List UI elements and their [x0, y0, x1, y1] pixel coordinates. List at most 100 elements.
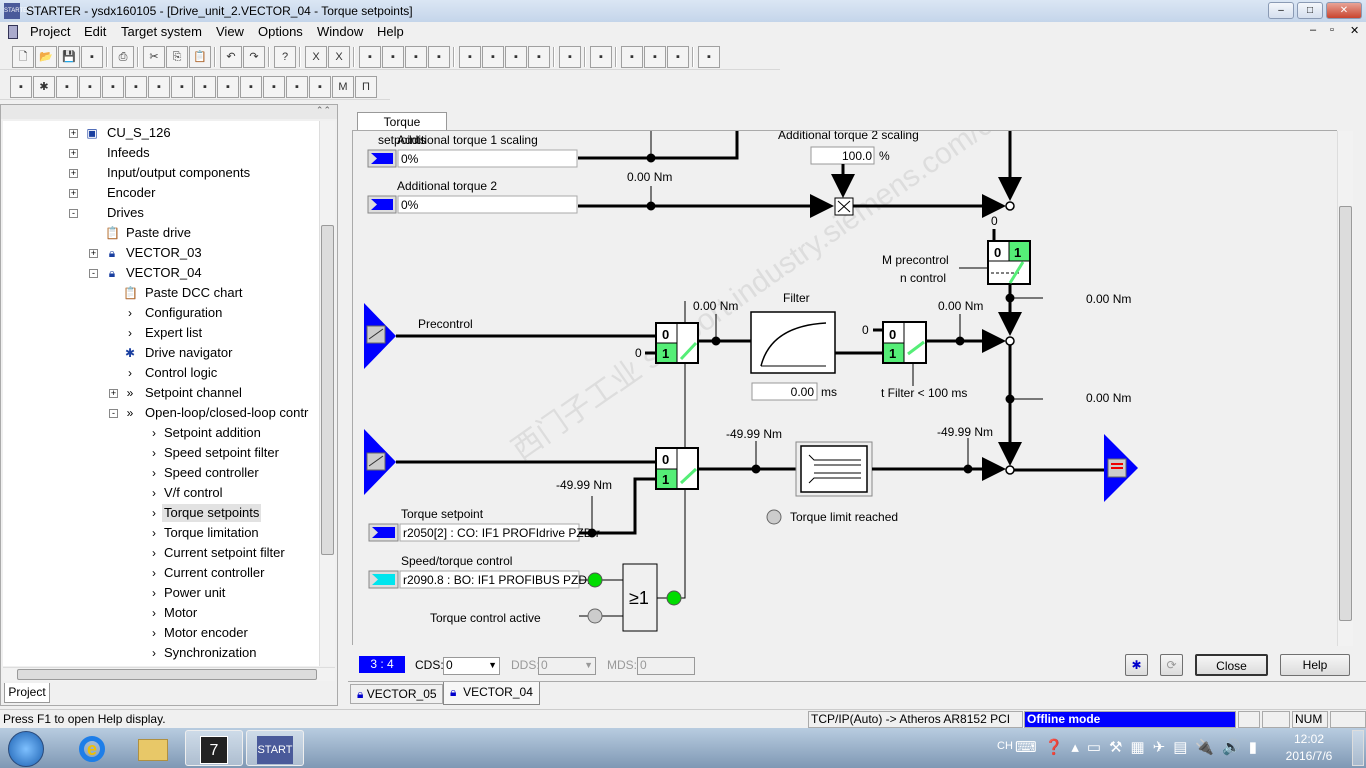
xi-icon[interactable]: X [305, 46, 327, 68]
expand-icon[interactable]: + [89, 248, 98, 258]
help-pointer-icon[interactable]: ? [274, 46, 296, 68]
tree-item[interactable]: ›Torque setpoints [3, 504, 319, 522]
cds-select[interactable]: 0▼ [443, 657, 500, 675]
menu-window[interactable]: Window [317, 24, 364, 39]
tree-item[interactable]: ›Motor encoder [3, 624, 319, 642]
help-button[interactable]: Help [1280, 654, 1350, 676]
tree-item[interactable]: +Input/output components [3, 164, 319, 182]
expand-icon[interactable]: + [69, 128, 78, 138]
show-desktop-button[interactable] [1352, 730, 1364, 766]
tree-item[interactable]: -»Open-loop/closed-loop contr [3, 404, 319, 422]
filter-block[interactable] [750, 311, 836, 374]
power-unit-icon[interactable]: ▪ [309, 76, 331, 98]
collapse-icon[interactable]: - [89, 269, 98, 278]
trace-icon[interactable]: ▪ [621, 46, 643, 68]
tree-item[interactable]: ›Speed setpoint filter [3, 444, 319, 462]
precontrol-switch[interactable]: 0 1 [987, 240, 1031, 285]
paste-icon[interactable]: 📋 [189, 46, 211, 68]
xe-icon[interactable]: X [328, 46, 350, 68]
menu-target-system[interactable]: Target system [121, 24, 202, 39]
load-to-pg-icon[interactable]: ▪ [482, 46, 504, 68]
encoder-icon[interactable]: Π [355, 76, 377, 98]
speed-controller-icon[interactable]: ▪ [148, 76, 170, 98]
tree-item[interactable]: ›Synchronization [3, 644, 319, 662]
tree-item[interactable]: ›Power unit [3, 584, 319, 602]
tree-item[interactable]: ›Control logic [3, 364, 319, 382]
menu-options[interactable]: Options [258, 24, 303, 39]
expand-icon[interactable]: + [69, 188, 78, 198]
step7-icon[interactable]: 7 [185, 730, 243, 766]
current-controller-icon[interactable]: ▪ [286, 76, 308, 98]
tree-item[interactable]: ›Torque limitation [3, 524, 319, 542]
tree-item[interactable]: 📋Paste DCC chart [3, 284, 319, 302]
upload-icon[interactable]: ▪ [405, 46, 427, 68]
online-icon[interactable]: ▪ [428, 46, 450, 68]
tree-item[interactable]: +▣CU_S_126 [3, 124, 319, 142]
mdi-restore-button[interactable]: ▫ [1330, 24, 1334, 36]
starter-task-button[interactable]: START [246, 730, 304, 766]
torque-limitation-output-icon[interactable] [1104, 434, 1138, 502]
tree-item[interactable]: ›Current controller [3, 564, 319, 582]
parameter-list-icon[interactable]: ▪ [10, 76, 32, 98]
tree-item[interactable]: +Encoder [3, 184, 319, 202]
expand-icon[interactable]: + [109, 388, 118, 398]
close-window-button[interactable]: ✕ [1326, 2, 1362, 19]
tree-item[interactable]: ✱Drive navigator [3, 344, 319, 362]
start-button[interactable] [8, 731, 44, 767]
tree-item[interactable]: +Infeeds [3, 144, 319, 162]
speed-torque-connector[interactable] [368, 570, 399, 589]
close-button[interactable]: Close [1195, 654, 1268, 676]
vf-icon[interactable]: ▪ [171, 76, 193, 98]
menu-project[interactable]: Project [30, 24, 71, 39]
menu-help[interactable]: Help [377, 24, 404, 39]
torque-setpoint-connector[interactable] [368, 523, 399, 542]
tree-item[interactable]: ›Expert list [3, 324, 319, 342]
current-filter-icon[interactable]: ▪ [263, 76, 285, 98]
tree-item[interactable]: +🔒︎VECTOR_03 [3, 244, 319, 262]
mdi-minimize-button[interactable]: – [1310, 24, 1317, 36]
tree-item[interactable]: ›Setpoint addition [3, 424, 319, 442]
filter-time-field[interactable] [751, 382, 818, 401]
precontrol-switch-2[interactable]: 0 1 [655, 322, 699, 364]
control-panel-icon[interactable]: ▪ [590, 46, 612, 68]
redo-icon[interactable]: ↷ [243, 46, 265, 68]
download-icon[interactable]: ▪ [382, 46, 404, 68]
new-icon[interactable]: 🗋 [12, 46, 34, 68]
tree-item[interactable]: ›Motor [3, 604, 319, 622]
clock-time[interactable]: 12:02 [1293, 732, 1325, 746]
vf-control-icon[interactable]: ▪ [194, 76, 216, 98]
dds-select[interactable]: 0▼ [538, 657, 596, 675]
tree-item[interactable]: 📋Paste drive [3, 224, 319, 242]
diagram-vertical-scrollbar[interactable] [1337, 131, 1353, 646]
disconnect-icon[interactable]: ▪ [459, 46, 481, 68]
ramp-icon[interactable]: ▪ [102, 76, 124, 98]
cut-icon[interactable]: ✂ [143, 46, 165, 68]
torque-limit-icon[interactable]: ▪ [240, 76, 262, 98]
tab-torque-setpoints[interactable]: Torque setpoints [357, 112, 447, 147]
tree-item[interactable]: ›Speed controller [3, 464, 319, 482]
setpoint-icon[interactable]: ▪ [56, 76, 78, 98]
refresh-icon[interactable]: ⟳ [1160, 654, 1183, 676]
accessible-nodes-icon[interactable]: ▪ [359, 46, 381, 68]
tree-item[interactable]: ›Configuration [3, 304, 319, 322]
filter-switch[interactable]: 0 1 [882, 321, 927, 364]
language-indicator[interactable]: CH [997, 740, 1013, 752]
internet-explorer-icon[interactable]: e [63, 730, 121, 766]
copy-ram-rom-icon[interactable]: ▪ [528, 46, 550, 68]
minimize-button[interactable]: – [1268, 2, 1294, 19]
load-cpu-icon[interactable]: ▪ [505, 46, 527, 68]
function-gen-icon[interactable]: ▪ [667, 46, 689, 68]
tree-item[interactable]: ›Current setpoint filter [3, 544, 319, 562]
copy-icon[interactable]: ⎘ [166, 46, 188, 68]
mds-field[interactable]: 0 [637, 657, 695, 675]
speed-controller-input-icon[interactable] [364, 429, 396, 495]
collapse-icon[interactable]: - [109, 409, 118, 418]
measure-icon[interactable]: ▪ [644, 46, 666, 68]
save-icon[interactable]: 💾 [58, 46, 80, 68]
torque-setpoints-icon[interactable]: ▪ [217, 76, 239, 98]
file-explorer-icon[interactable] [124, 730, 182, 766]
device-info-icon[interactable]: ▪ [559, 46, 581, 68]
precontrol-input-icon[interactable] [364, 303, 396, 369]
add1-connector[interactable] [367, 149, 397, 168]
add1-field[interactable] [397, 149, 578, 168]
